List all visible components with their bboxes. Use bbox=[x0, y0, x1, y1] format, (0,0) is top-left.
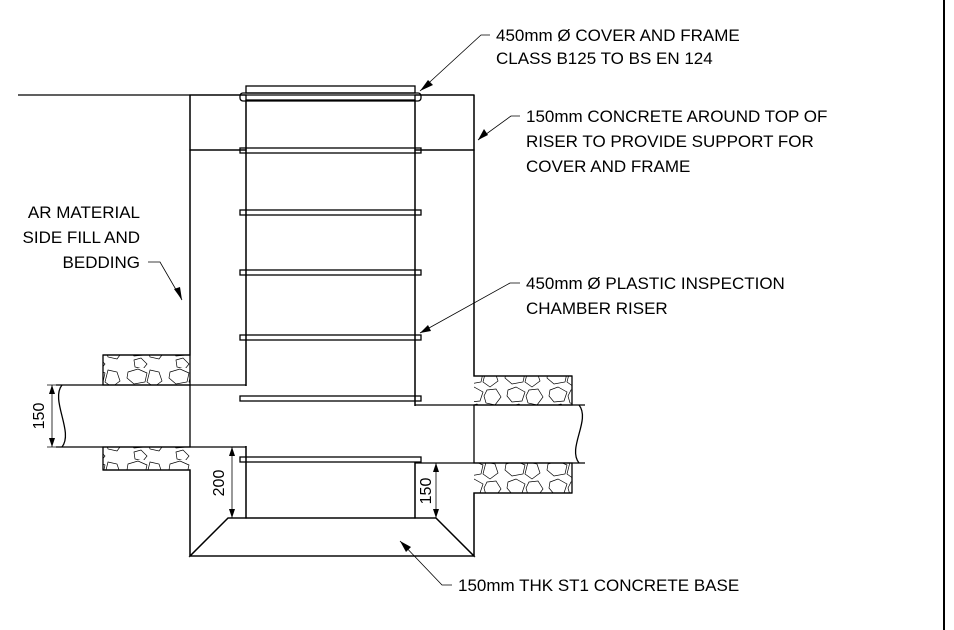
concrete-collar-left bbox=[189, 94, 247, 151]
inlet-pipe bbox=[56, 384, 246, 448]
label-concrete-line3: COVER AND FRAME bbox=[526, 157, 690, 176]
leader-base bbox=[399, 540, 452, 586]
trench-wall-left-upper bbox=[103, 95, 191, 356]
riser-rib bbox=[239, 334, 422, 341]
cover-and-frame bbox=[239, 85, 422, 102]
dim-pipe-diameter: 150 bbox=[31, 403, 48, 430]
riser-rib bbox=[239, 147, 422, 154]
dim-base-clearance: 150 bbox=[418, 478, 435, 505]
leader-concrete bbox=[477, 115, 520, 141]
riser-rib bbox=[239, 269, 422, 276]
pipe-bedding-right-bottom bbox=[474, 463, 572, 493]
dimensions bbox=[47, 384, 439, 518]
label-granular-line1: AR MATERIAL bbox=[28, 203, 140, 222]
label-concrete-line1: 150mm CONCRETE AROUND TOP OF bbox=[526, 107, 827, 126]
concrete-collar-right bbox=[414, 94, 475, 151]
riser-rib bbox=[239, 456, 422, 463]
riser-rib bbox=[239, 209, 422, 216]
leader-granular bbox=[148, 261, 183, 301]
leader-riser bbox=[419, 282, 520, 334]
pipe-bedding-left-bottom bbox=[103, 447, 190, 470]
outlet-pipe bbox=[415, 404, 585, 464]
label-cover-line2: CLASS B125 TO BS EN 124 bbox=[496, 49, 713, 68]
label-riser-line1: 450mm Ø PLASTIC INSPECTION bbox=[526, 274, 785, 293]
label-riser-line2: CHAMBER RISER bbox=[526, 299, 668, 318]
label-base: 150mm THK ST1 CONCRETE BASE bbox=[458, 576, 739, 595]
riser-ribs bbox=[239, 147, 422, 463]
riser-rib bbox=[239, 395, 422, 402]
pipe-bedding-right-top bbox=[474, 376, 572, 405]
leader-cover bbox=[419, 34, 490, 92]
inspection-riser bbox=[245, 99, 416, 519]
inlet-pipe-break bbox=[57, 384, 67, 448]
outlet-pipe-break bbox=[574, 404, 584, 464]
leaders bbox=[148, 34, 520, 586]
pipe-bedding-left-top bbox=[103, 355, 190, 385]
riser-outlet-opening bbox=[414, 406, 420, 462]
label-granular-line2: SIDE FILL AND bbox=[23, 228, 140, 247]
trench-wall-right-upper bbox=[473, 95, 572, 377]
concrete-base bbox=[188, 517, 476, 557]
label-cover-line1: 450mm Ø COVER AND FRAME bbox=[496, 26, 740, 45]
label-concrete-line2: RISER TO PROVIDE SUPPORT FOR bbox=[526, 132, 814, 151]
label-granular-line3: BEDDING bbox=[63, 253, 140, 272]
riser-inlet-opening bbox=[241, 386, 247, 446]
granular-fill-right bbox=[414, 149, 573, 558]
dim-invert-clearance: 200 bbox=[211, 470, 228, 497]
